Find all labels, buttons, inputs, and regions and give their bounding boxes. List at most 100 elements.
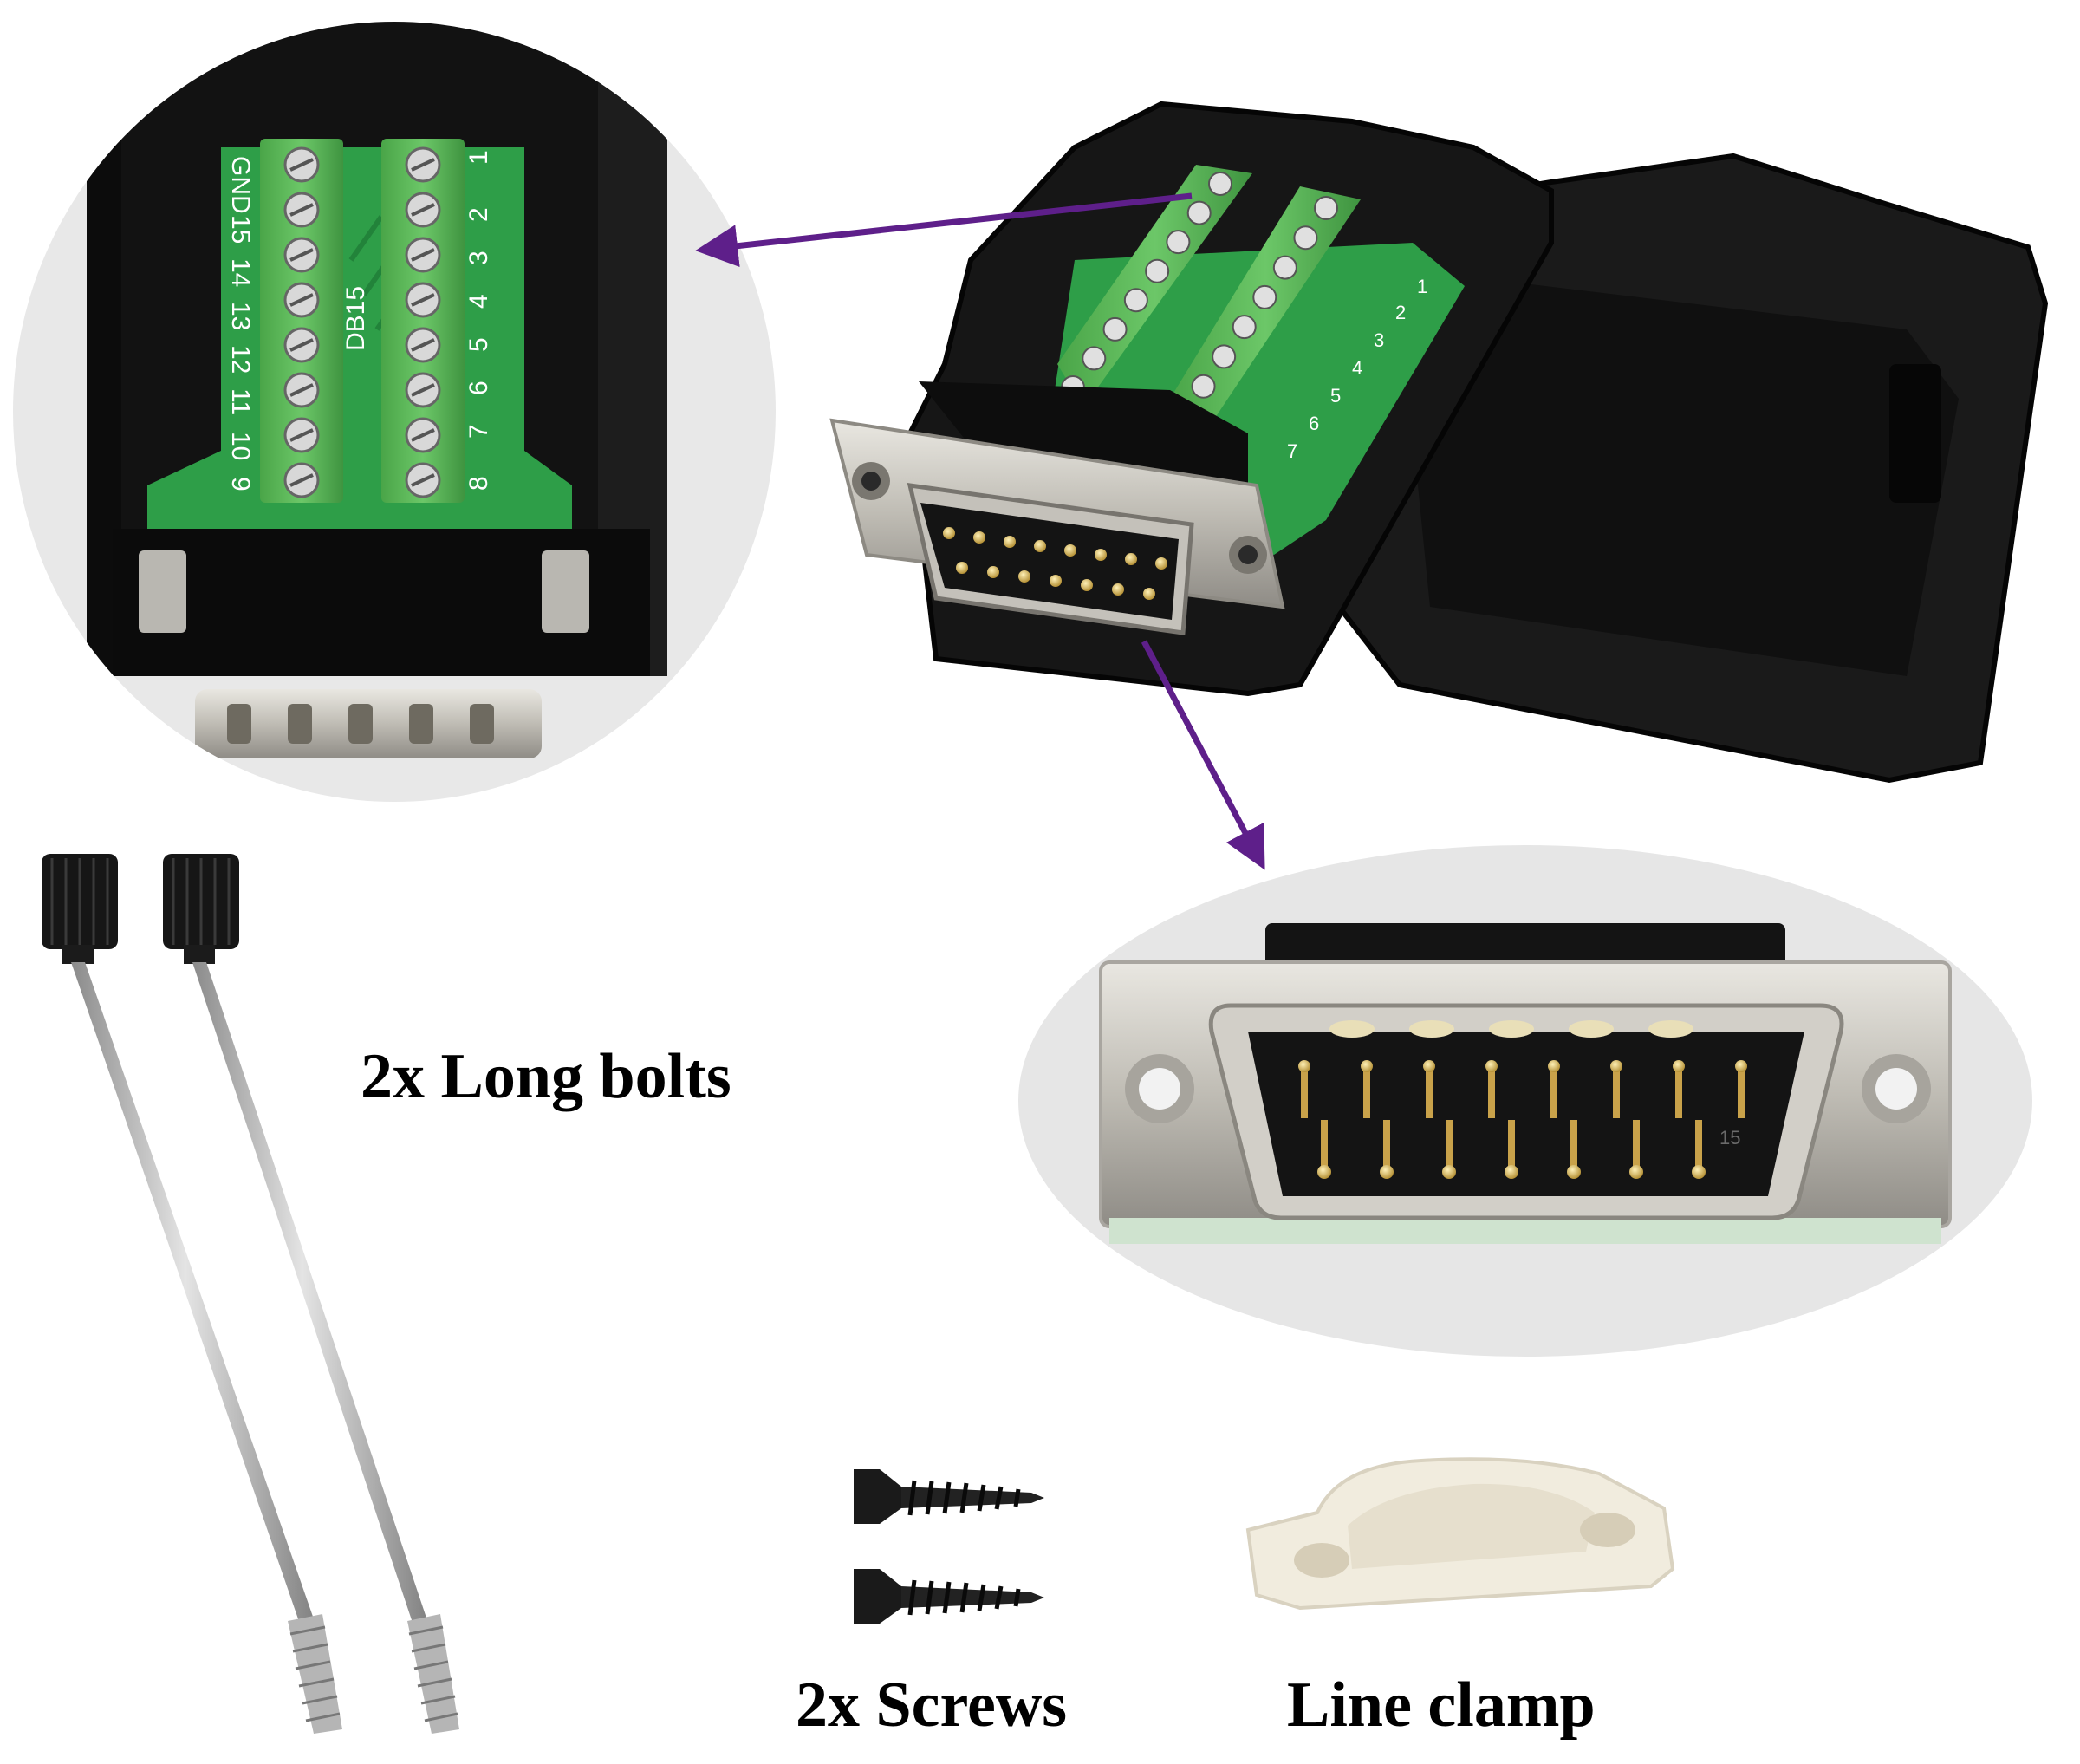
dsub-pin-tip <box>1548 1060 1560 1072</box>
pcb-label-3: 3 <box>465 251 493 265</box>
pcb-model-label: DB15 <box>341 286 370 351</box>
main-shell-pin <box>1095 549 1107 561</box>
dsub-pin-tip <box>1692 1165 1706 1179</box>
terminal-screw-slot <box>411 383 435 397</box>
long-bolt-1 <box>42 854 342 1734</box>
dsub-pin-top-row <box>1363 1068 1370 1118</box>
pcb-label-14: 14 <box>226 258 255 287</box>
main-terminal-screw <box>1191 374 1216 399</box>
dsub-pin-top-row <box>1613 1068 1620 1118</box>
long-bolts-caption: 2x Long bolts <box>361 1041 731 1112</box>
terminal-screw <box>405 192 441 228</box>
main-shell-pin <box>1125 553 1137 565</box>
dsub-pin-tip <box>1298 1060 1310 1072</box>
shell-contact-bump <box>1569 1020 1614 1038</box>
terminal-screw-slot <box>411 293 435 307</box>
dsub-pin-bottom-row <box>1570 1120 1577 1172</box>
main-shell-pin <box>1018 570 1030 583</box>
terminal-screw <box>283 282 320 318</box>
terminal-screw <box>283 327 320 363</box>
arrow-to-connector-inset <box>1141 640 1265 870</box>
dsub-pin-cavity <box>1248 1032 1804 1196</box>
main-terminal-screw <box>1208 172 1232 196</box>
main-terminal-screw <box>1252 284 1277 309</box>
dsub-pin-bottom-row <box>1508 1120 1515 1172</box>
right-terminal-strip <box>381 139 465 503</box>
pcb-label-gnd: GND <box>226 156 255 214</box>
main-shell-pin <box>1112 583 1124 596</box>
dsub-pin-tip <box>1610 1060 1622 1072</box>
main-terminal-screw <box>1145 258 1170 283</box>
terminal-screw <box>283 237 320 273</box>
dsub-pin-tip <box>1380 1165 1394 1179</box>
pcb-board <box>147 147 572 529</box>
main-pcb-labels: 1 2 3 4 5 6 7 <box>1287 276 1427 462</box>
dsub-pin-tip <box>1361 1060 1373 1072</box>
dsub-pin-top-row <box>1488 1068 1495 1118</box>
main-shell-pin <box>973 531 985 544</box>
dsub-pin-tip <box>1735 1060 1747 1072</box>
main-terminal-screw <box>1123 288 1148 313</box>
terminal-screw-slot <box>289 473 314 487</box>
terminal-screw <box>283 146 320 183</box>
pcb-left-labels: GND 15 14 13 12 11 10 9 <box>226 156 255 491</box>
dsub-pin-top-row <box>1675 1068 1682 1118</box>
pcb-label-15: 15 <box>226 215 255 244</box>
screws-caption: 2x Screws <box>796 1670 1068 1741</box>
terminal-screw-slot <box>289 293 314 307</box>
terminal-screw-slot <box>411 428 435 442</box>
main-shell-pin <box>943 527 955 539</box>
pcb-label-10: 10 <box>226 432 255 460</box>
terminal-screw <box>405 282 441 318</box>
dsub-pin-top-row <box>1301 1068 1308 1118</box>
pcb-label-9: 9 <box>226 477 255 491</box>
shell-pin <box>288 704 312 744</box>
line-clamp-caption: Line clamp <box>1287 1670 1596 1741</box>
shell-contact-bump <box>1489 1020 1534 1038</box>
pcb-label-8: 8 <box>465 476 493 491</box>
pcb-label-2: 2 <box>465 207 493 222</box>
left-terminal-strip <box>260 139 343 503</box>
main-terminal-screw <box>1082 346 1107 371</box>
dsub-pin-bottom-row <box>1695 1120 1702 1172</box>
terminal-screw-slot <box>289 203 314 217</box>
terminal-closeup-inset: GND 15 14 13 12 11 10 9 1 2 3 4 5 6 7 8 … <box>13 22 776 802</box>
terminal-screw <box>405 146 441 183</box>
screw-2 <box>854 1569 1044 1624</box>
main-shell-pin <box>1004 536 1016 548</box>
terminal-screw <box>405 417 441 453</box>
main-label-2: 2 <box>1395 302 1406 323</box>
shell-pin <box>227 704 251 744</box>
main-label-4: 4 <box>1352 357 1362 379</box>
main-shell-pin <box>1064 544 1076 557</box>
pin-15-label: 15 <box>1719 1127 1740 1149</box>
main-shell-pin <box>1143 588 1155 600</box>
main-terminal-screw <box>1314 196 1338 220</box>
pcb-label-7: 7 <box>465 424 493 439</box>
main-shell-pin <box>1050 575 1062 587</box>
main-shell-pin <box>1034 540 1046 552</box>
dsub-pin-bottom-row <box>1383 1120 1390 1172</box>
terminal-screw <box>283 417 320 453</box>
terminal-screw <box>405 237 441 273</box>
shell-pin <box>470 704 494 744</box>
terminal-screw-slot <box>289 338 314 352</box>
terminal-screw-slot <box>289 248 314 262</box>
pcb-right-labels: 1 2 3 4 5 6 7 8 <box>465 150 493 491</box>
dsub-pin-tip <box>1442 1165 1456 1179</box>
shell-contact-bump <box>1648 1020 1693 1038</box>
shell-contact-bump <box>1329 1020 1375 1038</box>
main-terminal-screw <box>1212 344 1237 369</box>
main-product-photo: 1 2 3 4 5 6 7 <box>829 101 2049 784</box>
terminal-screw-slot <box>289 428 314 442</box>
terminal-screw-slot <box>411 248 435 262</box>
long-bolt-2 <box>163 854 459 1734</box>
main-shell-pin <box>1155 557 1167 570</box>
dsub-pin-bottom-row <box>1321 1120 1328 1172</box>
terminal-screw-slot <box>411 158 435 172</box>
shell-contact-bump <box>1409 1020 1454 1038</box>
dsub-pin-tip <box>1629 1165 1643 1179</box>
main-terminal-screw <box>1166 230 1191 255</box>
terminal-screw <box>405 462 441 498</box>
screw-1 <box>854 1469 1044 1524</box>
